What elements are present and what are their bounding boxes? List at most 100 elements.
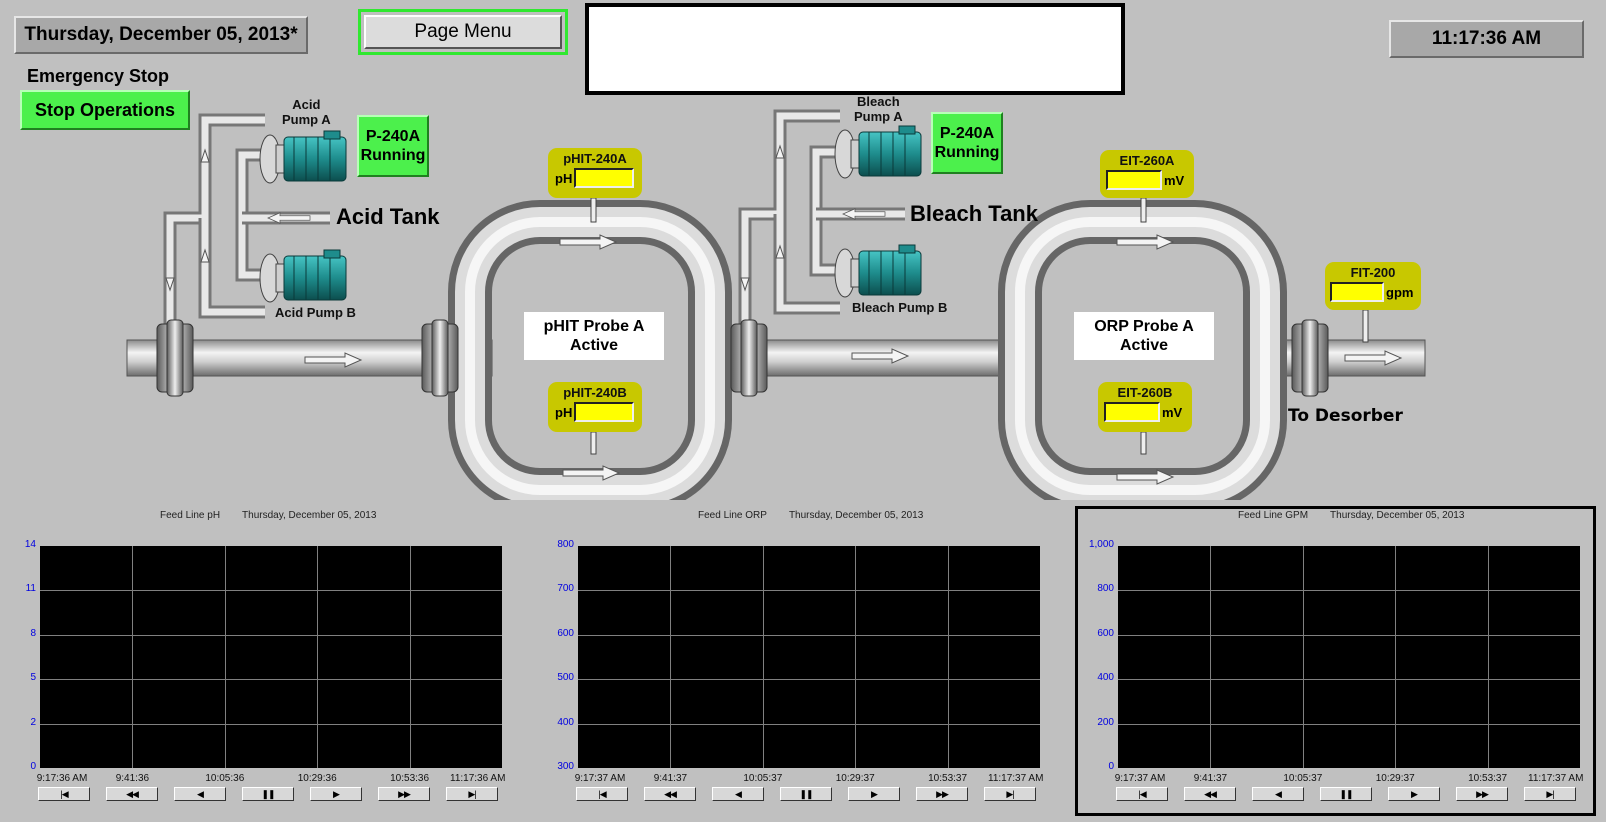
instrument-value <box>1104 402 1160 422</box>
acid-pump-status[interactable]: P-240A Running <box>357 115 429 177</box>
bleach-pump-status-state: Running <box>934 144 1000 161</box>
nav-last-button[interactable]: ▶| <box>984 787 1036 801</box>
nav-forward-button[interactable]: ▶ <box>1388 787 1440 801</box>
instrument-value <box>1330 282 1384 302</box>
y-tick-label: 0 <box>30 761 36 772</box>
stop-operations-button[interactable]: Stop Operations <box>20 90 190 130</box>
nav-first-button[interactable]: |◀ <box>38 787 90 801</box>
selected-trend-frame <box>1075 506 1596 816</box>
y-tick-label: 600 <box>1097 627 1114 639</box>
page-menu-label: Page Menu <box>364 15 562 49</box>
acid-pump-a-label-line1: Acid <box>292 97 321 112</box>
x-tick-label: 11:17:37 AM <box>1528 773 1584 784</box>
x-tick-label: 10:53:37 <box>1468 773 1508 784</box>
instrument-fit-200[interactable]: FIT-200 gpm <box>1325 262 1421 310</box>
nav-back-fast-button[interactable]: ◀◀ <box>1184 787 1236 801</box>
nav-back-button[interactable]: ◀ <box>712 787 764 801</box>
y-tick-label: 2 <box>30 716 36 728</box>
date-text: Thursday, December 05, 2013* <box>24 24 298 45</box>
bleach-pump-status-id: P-240A <box>939 125 995 142</box>
y-tick-label: 8 <box>30 627 36 639</box>
x-tick-label: 10:29:36 <box>297 773 337 784</box>
nav-last-button[interactable]: ▶| <box>1524 787 1576 801</box>
x-tick-label: 9:41:36 <box>115 773 150 784</box>
instrument-phit-240a[interactable]: pHIT-240A pH <box>548 148 642 198</box>
y-tick-label: 500 <box>557 672 574 684</box>
nav-last-button[interactable]: ▶| <box>446 787 498 801</box>
y-tick-label: 600 <box>557 627 574 639</box>
time-display: 11:17:36 AM <box>1389 20 1584 58</box>
x-tick-label: 9:17:37 AM <box>574 773 626 784</box>
instrument-unit: mV <box>1162 404 1183 420</box>
instrument-eit-260a[interactable]: EIT-260A mV <box>1100 150 1194 198</box>
nav-pause-button[interactable]: ❚❚ <box>780 787 832 801</box>
y-tick-label: 11 <box>25 583 36 595</box>
trend-plot-area[interactable] <box>40 546 502 768</box>
acid-tank-label: Acid Tank <box>336 204 440 229</box>
instrument-value <box>1106 170 1162 190</box>
emergency-stop-label: Emergency Stop <box>27 66 170 86</box>
y-tick-label: 800 <box>1097 583 1114 595</box>
nav-forward-button[interactable]: ▶ <box>848 787 900 801</box>
y-tick-label: 700 <box>557 583 574 595</box>
x-tick-label: 10:05:37 <box>1283 773 1323 784</box>
bleach-pump-a-label: Bleach Pump A <box>854 94 903 124</box>
instrument-unit: gpm <box>1386 284 1414 300</box>
trend-plot-area[interactable] <box>578 546 1040 768</box>
x-tick-label: 10:29:37 <box>1375 773 1415 784</box>
y-tick-label: 400 <box>557 716 574 728</box>
nav-forward-button[interactable]: ▶ <box>310 787 362 801</box>
x-tick-label: 10:29:37 <box>835 773 875 784</box>
nav-back-button[interactable]: ◀ <box>1252 787 1304 801</box>
bleach-pump-a-label-line2: Pump A <box>854 109 903 124</box>
nav-back-button[interactable]: ◀ <box>174 787 226 801</box>
phit-probe-state: Active <box>569 337 619 354</box>
bleach-pump-status[interactable]: P-240A Running <box>931 112 1003 174</box>
trend-plot-area[interactable] <box>1118 546 1580 768</box>
x-tick-label: 10:53:37 <box>928 773 968 784</box>
orp-probe-name: ORP Probe A <box>1094 318 1194 335</box>
nav-forward-fast-button[interactable]: ▶▶ <box>1456 787 1508 801</box>
nav-first-button[interactable]: |◀ <box>1116 787 1168 801</box>
trend-feed-line-ph[interactable]: Feed Line pH Thursday, December 05, 2013 1… <box>0 510 525 810</box>
nav-pause-button[interactable]: ❚❚ <box>242 787 294 801</box>
date-display: Thursday, December 05, 2013* <box>14 16 308 54</box>
x-tick-label: 10:53:36 <box>390 773 430 784</box>
trend-grid <box>578 546 1040 768</box>
nav-pause-button[interactable]: ❚❚ <box>1320 787 1372 801</box>
nav-forward-fast-button[interactable]: ▶▶ <box>916 787 968 801</box>
instrument-tag: FIT-200 <box>1350 265 1396 280</box>
orp-probe-status: ORP Probe A Active <box>1074 312 1214 360</box>
acid-pump-a-label: Acid Pump A <box>282 97 331 127</box>
x-tick-label: 11:17:36 AM <box>450 773 506 784</box>
acid-pump-status-id: P-240A <box>365 128 421 145</box>
instrument-eit-260b[interactable]: EIT-260B mV <box>1098 382 1192 432</box>
instrument-phit-240b[interactable]: pHIT-240B pH <box>548 382 642 432</box>
nav-forward-fast-button[interactable]: ▶▶ <box>378 787 430 801</box>
nav-first-button[interactable]: |◀ <box>576 787 628 801</box>
instrument-value <box>574 402 635 422</box>
acid-pump-a-label-line2: Pump A <box>282 112 331 127</box>
trend-title-text: Feed Line pH <box>160 510 221 521</box>
trend-title-text: Feed Line GPM <box>1238 510 1309 521</box>
instrument-tag: pHIT-240B <box>563 385 627 400</box>
instrument-unit: mV <box>1164 172 1185 188</box>
trend-date-text: Thursday, December 05, 2013 <box>242 510 377 521</box>
trend-title-text: Feed Line ORP <box>698 510 767 521</box>
x-tick-label: 11:17:37 AM <box>988 773 1044 784</box>
x-tick-label: 10:05:37 <box>743 773 783 784</box>
instrument-tag: EIT-260B <box>1117 385 1173 400</box>
y-tick-label: 200 <box>1097 716 1114 728</box>
bleach-tank-label: Bleach Tank <box>910 201 1038 226</box>
instrument-unit: pH <box>555 404 573 420</box>
nav-back-fast-button[interactable]: ◀◀ <box>644 787 696 801</box>
page-menu-button[interactable]: Page Menu <box>358 9 568 55</box>
message-box <box>585 3 1125 95</box>
y-tick-label: 1,000 <box>1088 539 1114 550</box>
process-diagram <box>126 109 1426 500</box>
phit-probe-status: pHIT Probe A Active <box>524 312 664 360</box>
nav-back-fast-button[interactable]: ◀◀ <box>106 787 158 801</box>
x-tick-label: 9:17:36 AM <box>36 773 88 784</box>
